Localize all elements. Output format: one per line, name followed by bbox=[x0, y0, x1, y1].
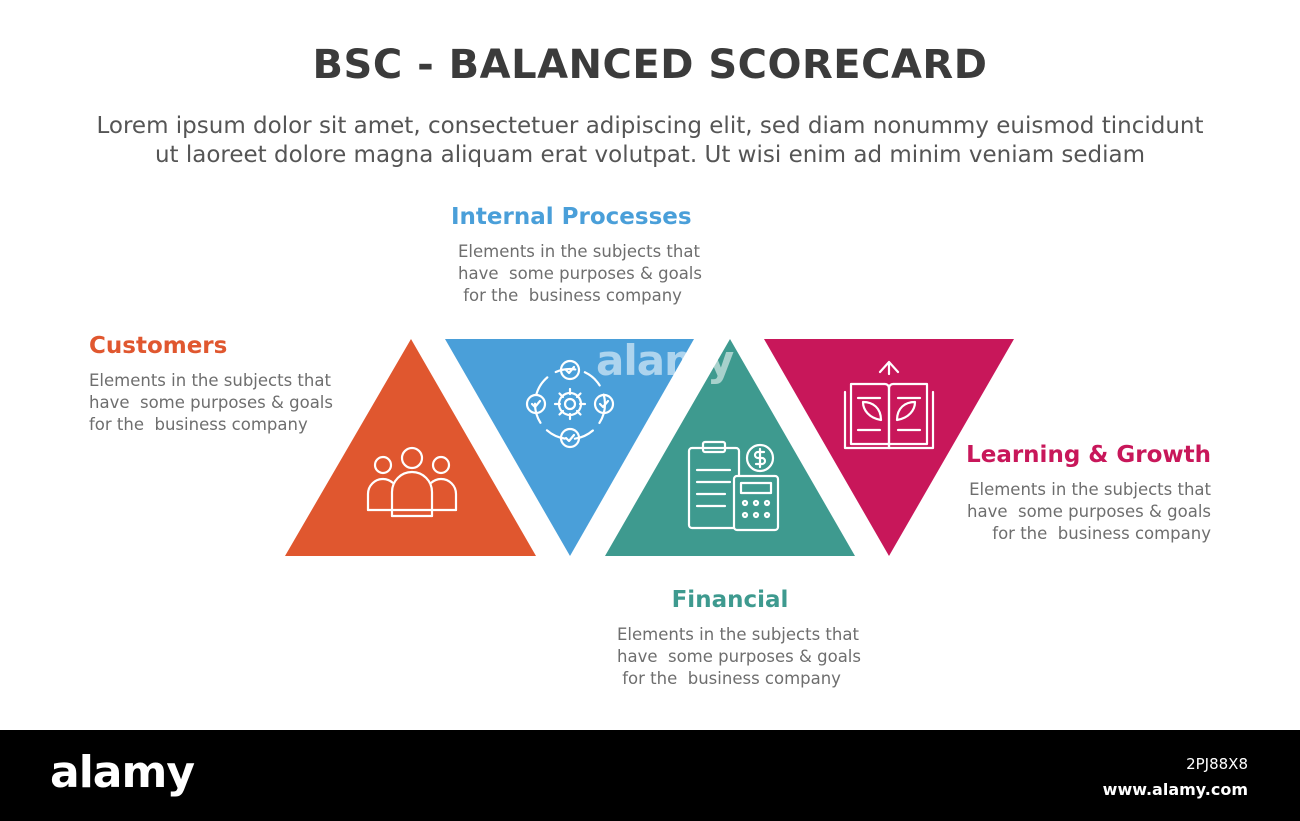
description-line: have some purposes & goals bbox=[967, 502, 1211, 521]
description-line: Elements in the subjects that bbox=[89, 371, 331, 390]
description-line: for the business company bbox=[617, 669, 841, 688]
watermark: alamy bbox=[596, 336, 734, 385]
description-line: for the business company bbox=[89, 415, 308, 434]
footer-bar: alamy 2PJ88X8 www.alamy.com bbox=[0, 730, 1300, 821]
description-line: Elements in the subjects that bbox=[458, 242, 700, 261]
footer-image-info: 2PJ88X8 www.alamy.com bbox=[1103, 752, 1248, 802]
gear-process-icon bbox=[525, 359, 615, 449]
description-line: for the business company bbox=[458, 286, 682, 305]
learning-growth-label: Learning & Growth bbox=[966, 442, 1211, 468]
internal-processes-description: Elements in the subjects that have some … bbox=[458, 241, 702, 307]
subtitle-line: Lorem ipsum dolor sit amet, consectetuer… bbox=[96, 113, 1204, 139]
page-subtitle: Lorem ipsum dolor sit amet, consectetuer… bbox=[60, 112, 1240, 170]
page-title: BSC - BALANCED SCORECARD bbox=[312, 42, 988, 88]
subtitle-line: ut laoreet dolore magna aliquam erat vol… bbox=[154, 142, 1146, 168]
description-line: Elements in the subjects that bbox=[969, 480, 1211, 499]
customers-description: Elements in the subjects that have some … bbox=[89, 370, 333, 436]
footer-logo: alamy bbox=[50, 747, 195, 798]
people-group-icon bbox=[366, 446, 458, 518]
open-book-growth-icon bbox=[843, 360, 935, 450]
learning-growth-description: Elements in the subjects that have some … bbox=[967, 479, 1211, 545]
scorecard-diagram bbox=[285, 339, 1014, 556]
description-line: have some purposes & goals bbox=[458, 264, 702, 283]
description-line: have some purposes & goals bbox=[89, 393, 333, 412]
description-line: Elements in the subjects that bbox=[617, 625, 859, 644]
description-line: for the business company bbox=[992, 524, 1211, 543]
clipboard-calculator-icon bbox=[687, 440, 780, 532]
customers-label: Customers bbox=[89, 333, 228, 359]
financial-label: Financial bbox=[671, 587, 789, 613]
financial-description: Elements in the subjects that have some … bbox=[617, 624, 861, 690]
footer-url[interactable]: www.alamy.com bbox=[1102, 780, 1248, 799]
image-id: 2PJ88X8 bbox=[1186, 755, 1248, 773]
description-line: have some purposes & goals bbox=[617, 647, 861, 666]
internal-processes-label: Internal Processes bbox=[451, 204, 692, 230]
